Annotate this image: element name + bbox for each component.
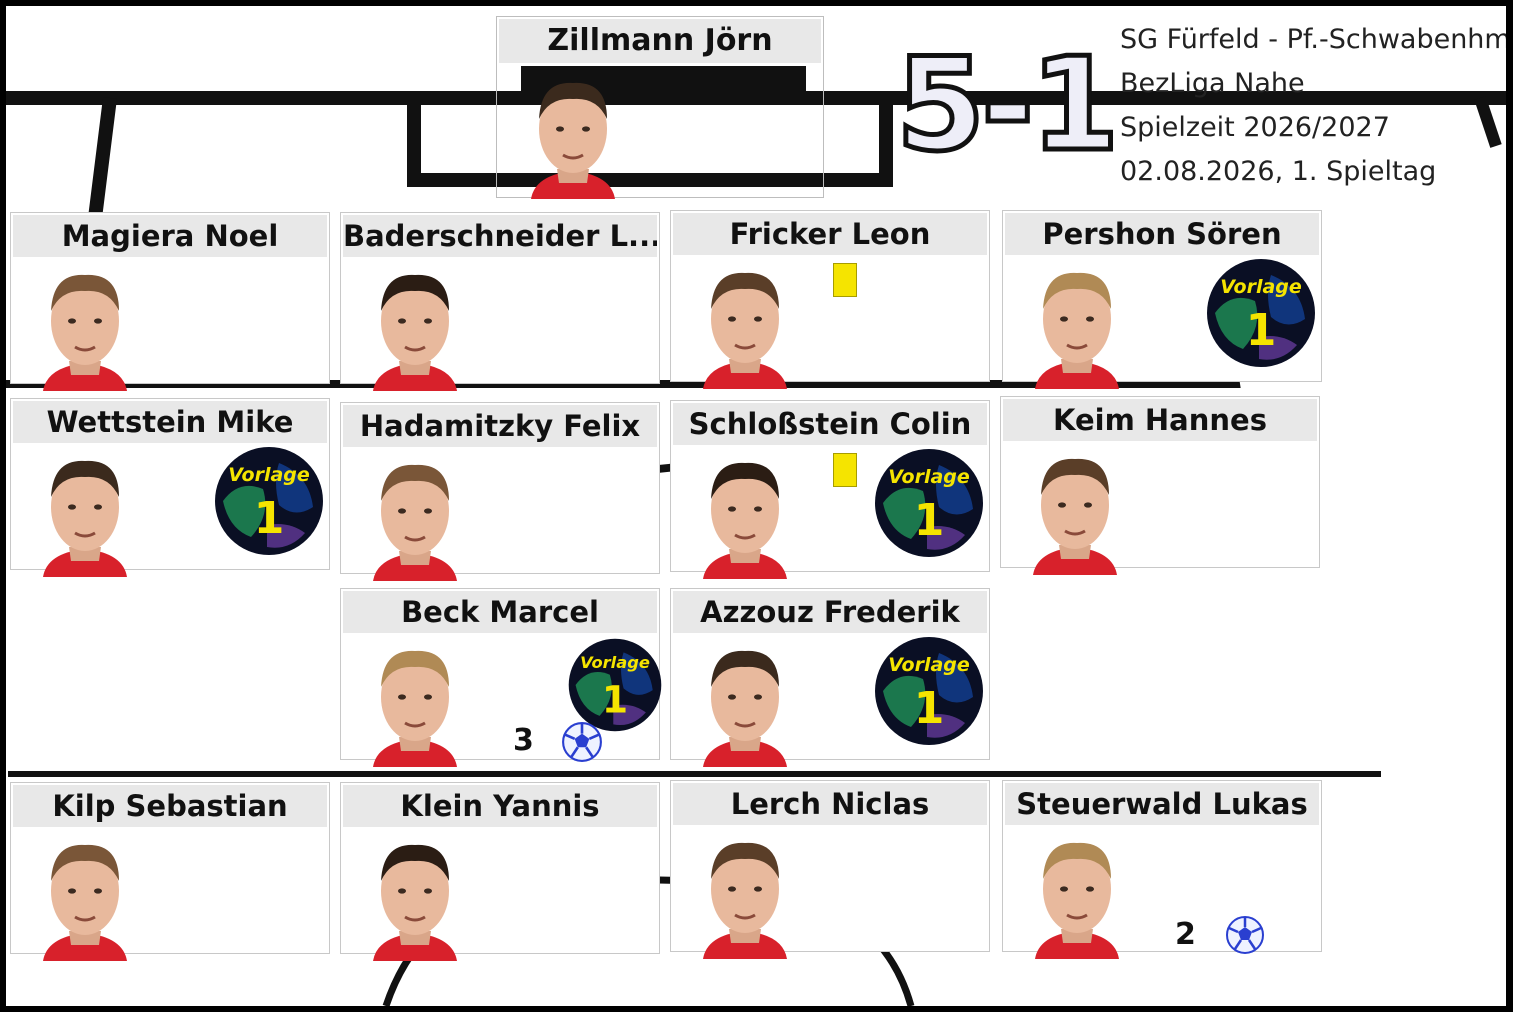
player-name: Schloßstein Colin: [673, 403, 987, 445]
match-season: Spielzeit 2026/2027: [1120, 112, 1390, 143]
player-card[interactable]: Azzouz Frederik Vorlage 1: [670, 588, 990, 767]
player-name: Azzouz Frederik: [673, 591, 987, 633]
assist-label: Vorlage: [228, 464, 310, 486]
assist-badge-icon: Vorlage 1: [873, 447, 985, 559]
player-card[interactable]: Baderschneider L...: [340, 212, 660, 391]
player-photo: [367, 833, 463, 961]
player-card[interactable]: Magiera Noel: [10, 212, 330, 391]
match-league: BezLiga Nahe: [1120, 68, 1305, 99]
player-name: Keim Hannes: [1003, 399, 1317, 441]
player-card-goalkeeper[interactable]: Zillmann Jörn: [496, 16, 824, 199]
player-card[interactable]: Beck Marcel Vorlage 1 3: [340, 588, 663, 767]
substitute-card[interactable]: Klein Yannis: [340, 782, 660, 961]
assist-count: 1: [602, 677, 628, 721]
player-photo: [697, 831, 793, 959]
match-date: 02.08.2026, 1. Spieltag: [1120, 156, 1437, 187]
yellow-card-icon: [833, 263, 857, 297]
player-photo: [697, 451, 793, 579]
player-card[interactable]: Fricker Leon: [670, 210, 990, 389]
player-photo: [367, 453, 463, 581]
substitute-card[interactable]: Kilp Sebastian: [10, 782, 330, 961]
assist-badge-icon: Vorlage 1: [567, 637, 663, 733]
lineup-canvas: Zillmann Jörn 5-1 SG Fürfeld - Pf.-Schwa…: [6, 6, 1506, 1006]
player-photo: [697, 639, 793, 767]
assist-count: 1: [914, 683, 945, 734]
player-name: Steuerwald Lukas: [1005, 783, 1319, 825]
assist-badge-icon: Vorlage 1: [1205, 257, 1317, 369]
player-name: Zillmann Jörn: [499, 19, 821, 63]
player-name: Hadamitzky Felix: [343, 405, 657, 447]
player-card[interactable]: Keim Hannes: [1000, 396, 1320, 575]
player-photo: [1029, 261, 1125, 389]
player-photo: [37, 263, 133, 391]
substitute-card[interactable]: Lerch Niclas: [670, 780, 990, 959]
score-display: 5-1: [893, 31, 1121, 180]
match-teams: SG Fürfeld - Pf.-Schwabenhm: [1120, 24, 1506, 55]
player-card[interactable]: Hadamitzky Felix: [340, 402, 660, 581]
player-card[interactable]: Pershon Sören Vorlage 1: [1002, 210, 1322, 389]
assist-label: Vorlage: [888, 466, 970, 488]
assist-label: Vorlage: [888, 654, 970, 676]
player-name: Fricker Leon: [673, 213, 987, 255]
player-photo: [367, 263, 463, 391]
player-photo: [367, 639, 463, 767]
player-name: Baderschneider L...: [343, 215, 657, 257]
player-photo: [1027, 447, 1123, 575]
player-photo: [37, 833, 133, 961]
assist-count: 1: [254, 493, 285, 544]
player-name: Klein Yannis: [343, 785, 657, 827]
goal-count: 3: [513, 723, 534, 758]
assist-count: 1: [1246, 305, 1277, 356]
football-icon: [561, 721, 603, 763]
football-icon: [1225, 915, 1265, 955]
player-photo: [1029, 831, 1125, 959]
player-name: Magiera Noel: [13, 215, 327, 257]
player-card[interactable]: Wettstein Mike Vorlage 1: [10, 398, 330, 577]
goal-count: 2: [1175, 917, 1196, 952]
player-photo: [37, 449, 133, 577]
player-photo: [525, 71, 621, 199]
player-name: Kilp Sebastian: [13, 785, 327, 827]
assist-badge-icon: Vorlage 1: [213, 445, 325, 557]
player-name: Beck Marcel: [343, 591, 657, 633]
player-name: Wettstein Mike: [13, 401, 327, 443]
yellow-card-icon: [833, 453, 857, 487]
player-name: Lerch Niclas: [673, 783, 987, 825]
assist-label: Vorlage: [1220, 276, 1302, 298]
assist-badge-icon: Vorlage 1: [873, 635, 985, 747]
substitute-card[interactable]: Steuerwald Lukas 2: [1002, 780, 1322, 959]
player-card[interactable]: Schloßstein Colin Vorlage 1: [670, 400, 990, 579]
assist-label: Vorlage: [580, 653, 650, 672]
player-name: Pershon Sören: [1005, 213, 1319, 255]
assist-count: 1: [914, 495, 945, 546]
player-photo: [697, 261, 793, 389]
